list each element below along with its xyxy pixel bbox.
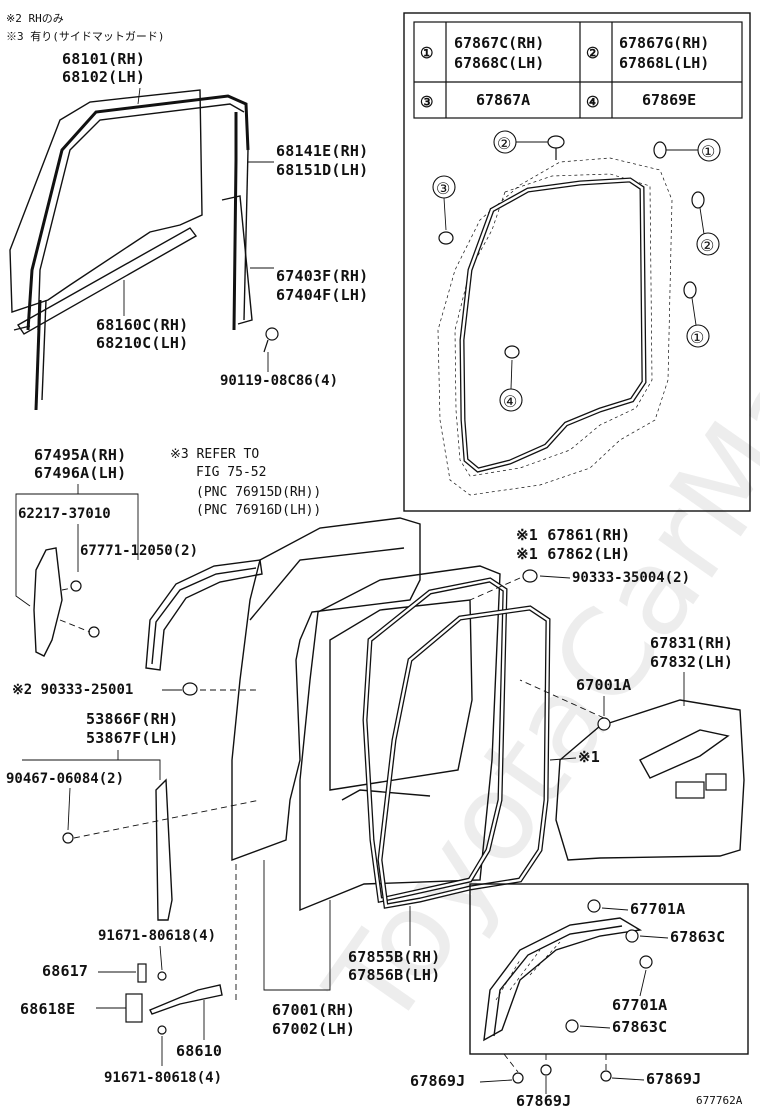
label-67832: 67832(LH) — [650, 653, 733, 671]
label-53867f: 53867F(LH) — [86, 729, 178, 747]
inset-weatherstrip-box: ① 67867C(RH) 67868C(LH) ② 67867G(RH) 678… — [403, 12, 751, 512]
label-68610: 68610 — [176, 1042, 222, 1060]
note-rh-only: ※2 RHのみ — [6, 12, 64, 25]
label-67495a: 67495A(RH) — [34, 446, 126, 464]
label-67856b: 67856B(LH) — [348, 966, 440, 984]
label-pnc-76915d: (PNC 76915D(RH)) — [196, 485, 321, 500]
label-67002: 67002(LH) — [272, 1020, 355, 1038]
label-67403f: 67403F(RH) — [276, 267, 368, 285]
door-shell-assembly — [62, 517, 745, 1035]
label-67404f: 67404F(LH) — [276, 286, 368, 304]
label-90333-25001: ※2 90333-25001 — [12, 682, 133, 698]
label-67855b: 67855B(RH) — [348, 948, 440, 966]
table-cell-1-num: ① — [420, 44, 433, 62]
door-trim-panel — [555, 699, 745, 861]
label-67869j-1: 67869J — [410, 1072, 465, 1090]
label-67863c-2: 67863C — [612, 1018, 667, 1036]
door-glass-assembly — [9, 89, 279, 411]
label-67831: 67831(RH) — [650, 634, 733, 652]
door-weatherstrip-inset — [459, 177, 647, 473]
label-53866f: 53866F(RH) — [86, 710, 178, 728]
label-68160c: 68160C(RH) — [96, 316, 188, 334]
label-star1: ※1 — [578, 748, 600, 766]
label-fig-75-52: FIG 75-52 — [196, 465, 266, 480]
table-cell-1-line1: 67867C(RH) — [454, 34, 544, 52]
label-68141e: 68141E(RH) — [276, 142, 368, 160]
label-68151d: 68151D(LH) — [276, 161, 368, 179]
label-68102: 68102(LH) — [62, 68, 145, 86]
label-90333-35004: 90333-35004(2) — [572, 570, 690, 586]
label-67001a: 67001A — [576, 676, 631, 694]
label-68617: 68617 — [42, 962, 88, 980]
label-90467-06084: 90467-06084(2) — [6, 771, 124, 787]
label-pnc-76916d: (PNC 76916D(LH)) — [196, 503, 321, 518]
table-cell-2-line2: 67868L(LH) — [619, 54, 709, 72]
label-68618e: 68618E — [20, 1000, 75, 1018]
table-cell-2-num: ② — [586, 44, 599, 62]
label-67771-12050: 67771-12050(2) — [80, 543, 198, 559]
callout-2-top: ② — [497, 134, 511, 153]
clip-icon — [438, 135, 705, 359]
note-side-mat-guard: ※3 有り(サイドマットガード) — [6, 29, 165, 43]
table-cell-4-line1: 67869E — [642, 91, 696, 109]
callout-4: ④ — [503, 392, 517, 411]
table-cell-2-line1: 67867G(RH) — [619, 34, 709, 52]
inset-lower-box — [469, 883, 749, 1055]
table-cell-3-num: ③ — [420, 93, 433, 111]
table-cell-1-line2: 67868C(LH) — [454, 54, 544, 72]
label-67701a-2: 67701A — [612, 996, 667, 1014]
label-68101: 68101(RH) — [62, 50, 145, 68]
side-mat-guard — [145, 559, 263, 671]
label-67869j-2: 67869J — [516, 1092, 571, 1110]
label-91671-80618-b: 91671-80618(4) — [104, 1070, 222, 1086]
diagram-id: 677762A — [696, 1094, 743, 1107]
callout-1-top: ① — [701, 142, 715, 161]
watermark: ToyotaCarMania — [300, 188, 760, 1053]
callout-3: ③ — [436, 179, 450, 198]
table-cell-3-line1: 67867A — [476, 91, 530, 109]
callout-2-right: ② — [700, 236, 714, 255]
label-91671-80618-a: 91671-80618(4) — [98, 928, 216, 944]
label-68210c: 68210C(LH) — [96, 334, 188, 352]
label-67869j-3: 67869J — [646, 1070, 701, 1088]
label-refer-to: ※3 REFER TO — [170, 447, 259, 462]
label-67001: 67001(RH) — [272, 1001, 355, 1019]
label-90119-08c86: 90119-08C86(4) — [220, 373, 338, 389]
label-67861: ※1 67861(RH) — [516, 526, 630, 544]
label-67701a-1: 67701A — [630, 900, 685, 918]
callout-1-right: ① — [690, 328, 704, 347]
label-67863c-1: 67863C — [670, 928, 725, 946]
label-62217-37010: 62217-37010 — [18, 506, 111, 522]
label-67862: ※1 67862(LH) — [516, 545, 630, 563]
table-cell-4-num: ④ — [586, 93, 599, 111]
label-67496a: 67496A(LH) — [34, 464, 126, 482]
mirror-cover-part — [33, 547, 63, 657]
